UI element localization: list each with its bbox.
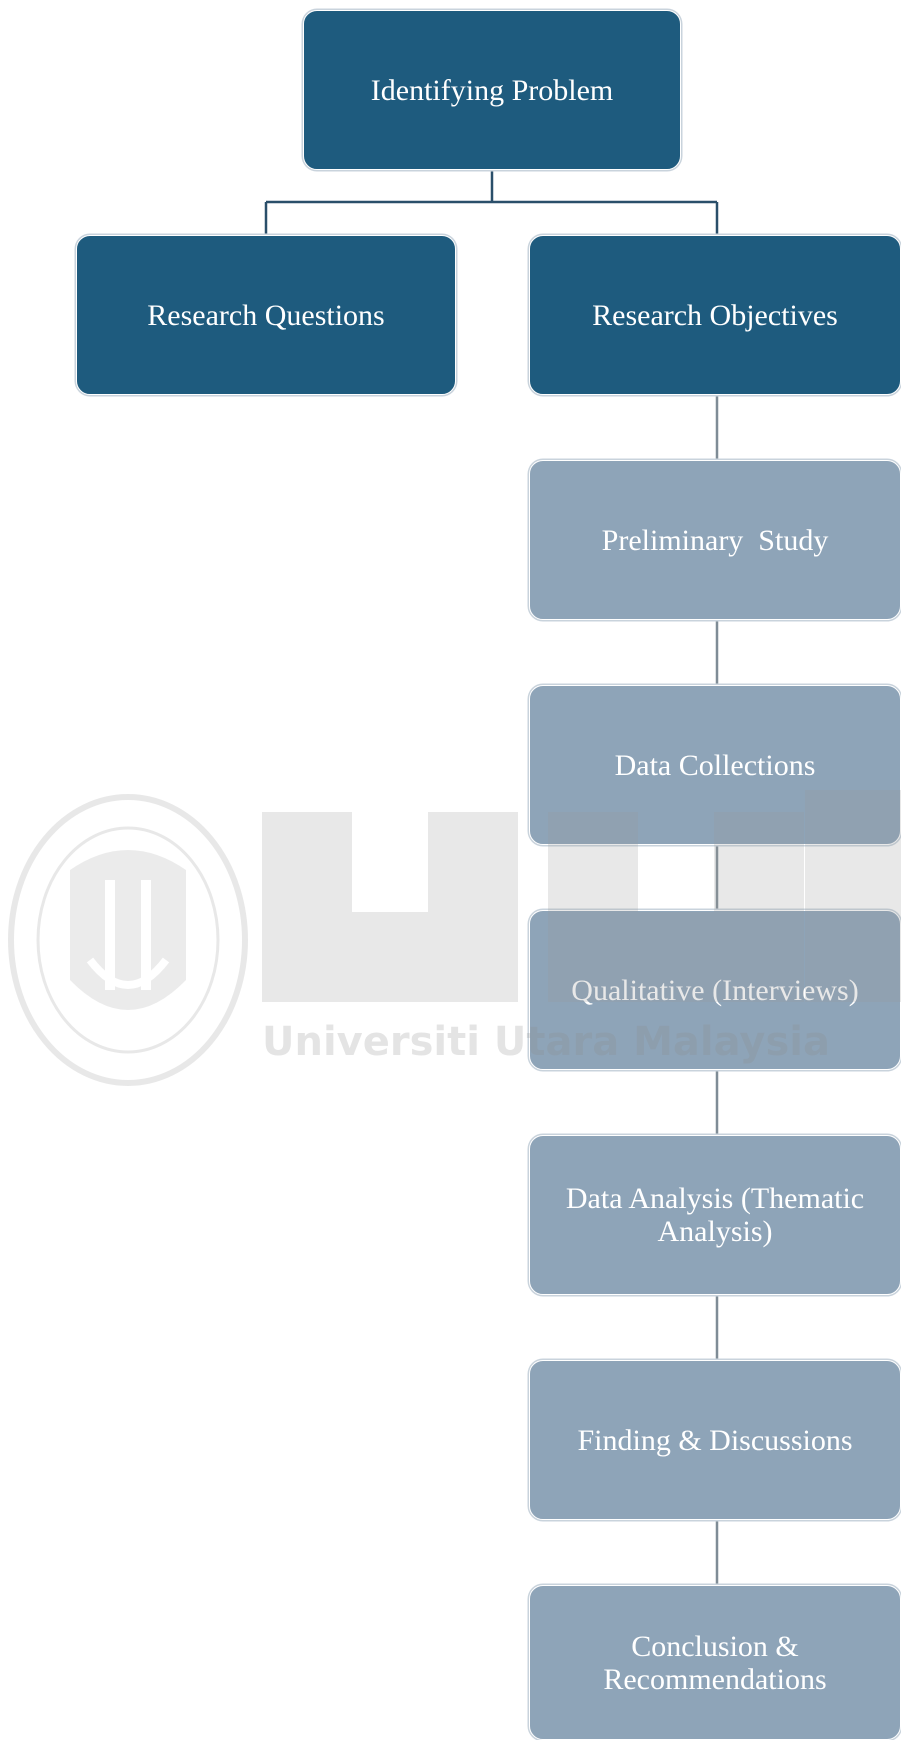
identifying-problem-box: Identifying Problem <box>303 10 681 170</box>
data-collections-box: Data Collections <box>529 685 901 845</box>
finding-discussions-box: Finding & Discussions <box>529 1360 901 1520</box>
qualitative-interviews-label: Qualitative (Interviews) <box>571 973 859 1007</box>
data-collections-label: Data Collections <box>614 748 816 782</box>
qualitative-interviews-box: Qualitative (Interviews) <box>529 910 901 1070</box>
preliminary-study-box: Preliminary Study <box>529 460 901 620</box>
research-objectives-label: Research Objectives <box>592 298 838 332</box>
conclusion-recommendations-label: Conclusion & Recommendations <box>603 1629 827 1696</box>
research-questions-label: Research Questions <box>147 298 385 332</box>
finding-discussions-label: Finding & Discussions <box>577 1423 853 1457</box>
preliminary-study-label: Preliminary Study <box>601 523 829 557</box>
conclusion-recommendations-box: Conclusion & Recommendations <box>529 1585 901 1740</box>
research-objectives-box: Research Objectives <box>529 235 901 395</box>
data-analysis-label: Data Analysis (Thematic Analysis) <box>565 1182 865 1248</box>
identifying-problem-label: Identifying Problem <box>370 73 614 107</box>
research-questions-box: Research Questions <box>76 235 456 395</box>
data-analysis-box: Data Analysis (Thematic Analysis) <box>529 1135 901 1295</box>
